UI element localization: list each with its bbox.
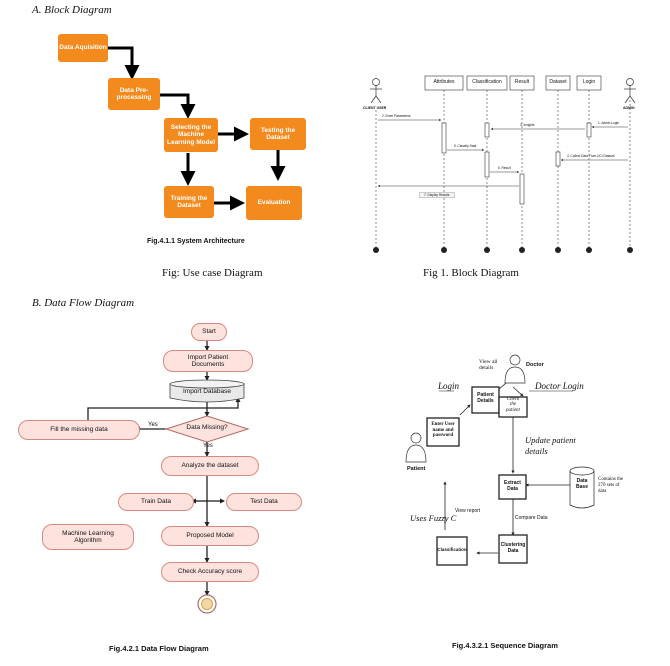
fill-missing-node: Fill the missing data: [18, 420, 140, 440]
dataflow-caption: Fig.4.2.1 Data Flow Diagram: [109, 644, 209, 653]
enter-credentials-box: Enter User name and password: [431, 422, 455, 438]
database-cylinder: Data Base: [576, 478, 588, 490]
msg-admin-login: 1. Admin Login: [598, 121, 620, 125]
clustering-data-box: Clustering Data: [500, 542, 526, 554]
data-flow-diagram: Start Import Patient Documents Import Da…: [8, 318, 308, 618]
check-accuracy-node: Check Accuracy score: [161, 562, 259, 582]
msg-insights: 3. Insights: [520, 123, 535, 127]
section-b-heading: B. Data Flow Diagram: [32, 297, 135, 309]
block-inner-caption: Fig.4.1.1 System Architecture: [147, 238, 245, 245]
analyze-dataset-node: Analyze the dataset: [161, 456, 259, 476]
doctor-sequence-diagram: Login View all details Doctor Doctor Log…: [395, 345, 635, 580]
lifeline-dataset: Dataset: [549, 79, 567, 85]
section-a-heading: A. Block Diagram: [32, 4, 112, 16]
test-data-node: Test Data: [226, 493, 302, 511]
view-all-details-label: View all details: [479, 359, 498, 372]
dataflow-arrows: [87, 341, 250, 614]
extract-data-box: Extract Data: [504, 480, 521, 492]
uses-fuzzy-label: Uses Fuzzy C: [410, 513, 457, 523]
data-missing-label: Data Missing?: [186, 424, 228, 431]
ml-algorithm-node: Machine Learning Algorithm: [42, 524, 134, 550]
sequence-caption: Fig 1. Block Diagram: [423, 267, 519, 279]
check-patient-box: Check the patient: [506, 397, 520, 413]
actor-client-label: CLIENT USER: [363, 106, 387, 110]
testing-dataset-box: Testing the Dataset: [250, 118, 306, 150]
msg-enter-parameters: 2. Enter Parameters: [382, 114, 411, 118]
msg-collect-data: 4. Collect Data From UCI Dataset: [567, 154, 615, 158]
sequence-lines: [370, 75, 636, 253]
msg-result: 6. Result: [498, 166, 511, 170]
view-report-label: View report: [455, 508, 481, 514]
msg-classify-data: 5. Classify Data: [454, 144, 477, 148]
lifeline-login: Login: [582, 79, 596, 85]
training-dataset-box: Training the Dataset: [164, 186, 214, 218]
update-patient-label: Update patient details: [525, 435, 576, 456]
data-preprocessing-box: Data Pre- processing: [108, 78, 160, 110]
train-data-node: Train Data: [118, 493, 194, 511]
patient-details-box: Patient Details: [477, 392, 494, 404]
actor-admin-label: ADMIN: [623, 106, 635, 110]
doctor-diagram-caption: Fig.4.3.2.1 Sequence Diagram: [452, 641, 558, 650]
doctor-diagram-lines: [405, 354, 595, 566]
lifeline-attributes: Attributes: [433, 79, 455, 85]
patient-label: Patient: [407, 466, 426, 472]
block-diagram: Data Aquisition Data Pre- processing Sel…: [40, 22, 340, 262]
doctor-label: Doctor: [526, 362, 544, 368]
evaluation-box: Evaluation: [246, 186, 302, 220]
compare-data-label: Compare Data: [515, 515, 548, 521]
msg-display-results: 7. Display Results: [419, 192, 455, 198]
yes-label-down: Yes: [203, 443, 213, 449]
start-node: Start: [191, 323, 227, 341]
lifeline-result: Result: [514, 79, 530, 85]
data-acquisition-box: Data Aquisition: [58, 34, 108, 62]
login-label: Login: [438, 381, 460, 391]
proposed-model-node: Proposed Model: [161, 526, 259, 546]
doctor-login-label: Doctor Login: [535, 381, 584, 391]
contains-270-label: Contains the 270 sets of data: [598, 477, 624, 494]
import-database-label: Import Database: [182, 388, 232, 395]
classification-box: Classification: [437, 547, 467, 552]
lifeline-classification: Classification: [472, 79, 502, 85]
block-caption: Fig: Use case Diagram: [162, 267, 263, 279]
select-model-box: Selecting the Machine Learning Model: [164, 118, 218, 152]
block-arrows: [108, 46, 286, 211]
import-patient-docs-node: Import Patient Documents: [163, 350, 253, 372]
yes-label-left: Yes: [148, 422, 158, 428]
sequence-diagram: CLIENT USER ADMIN Attributes Classificat…: [362, 70, 662, 265]
